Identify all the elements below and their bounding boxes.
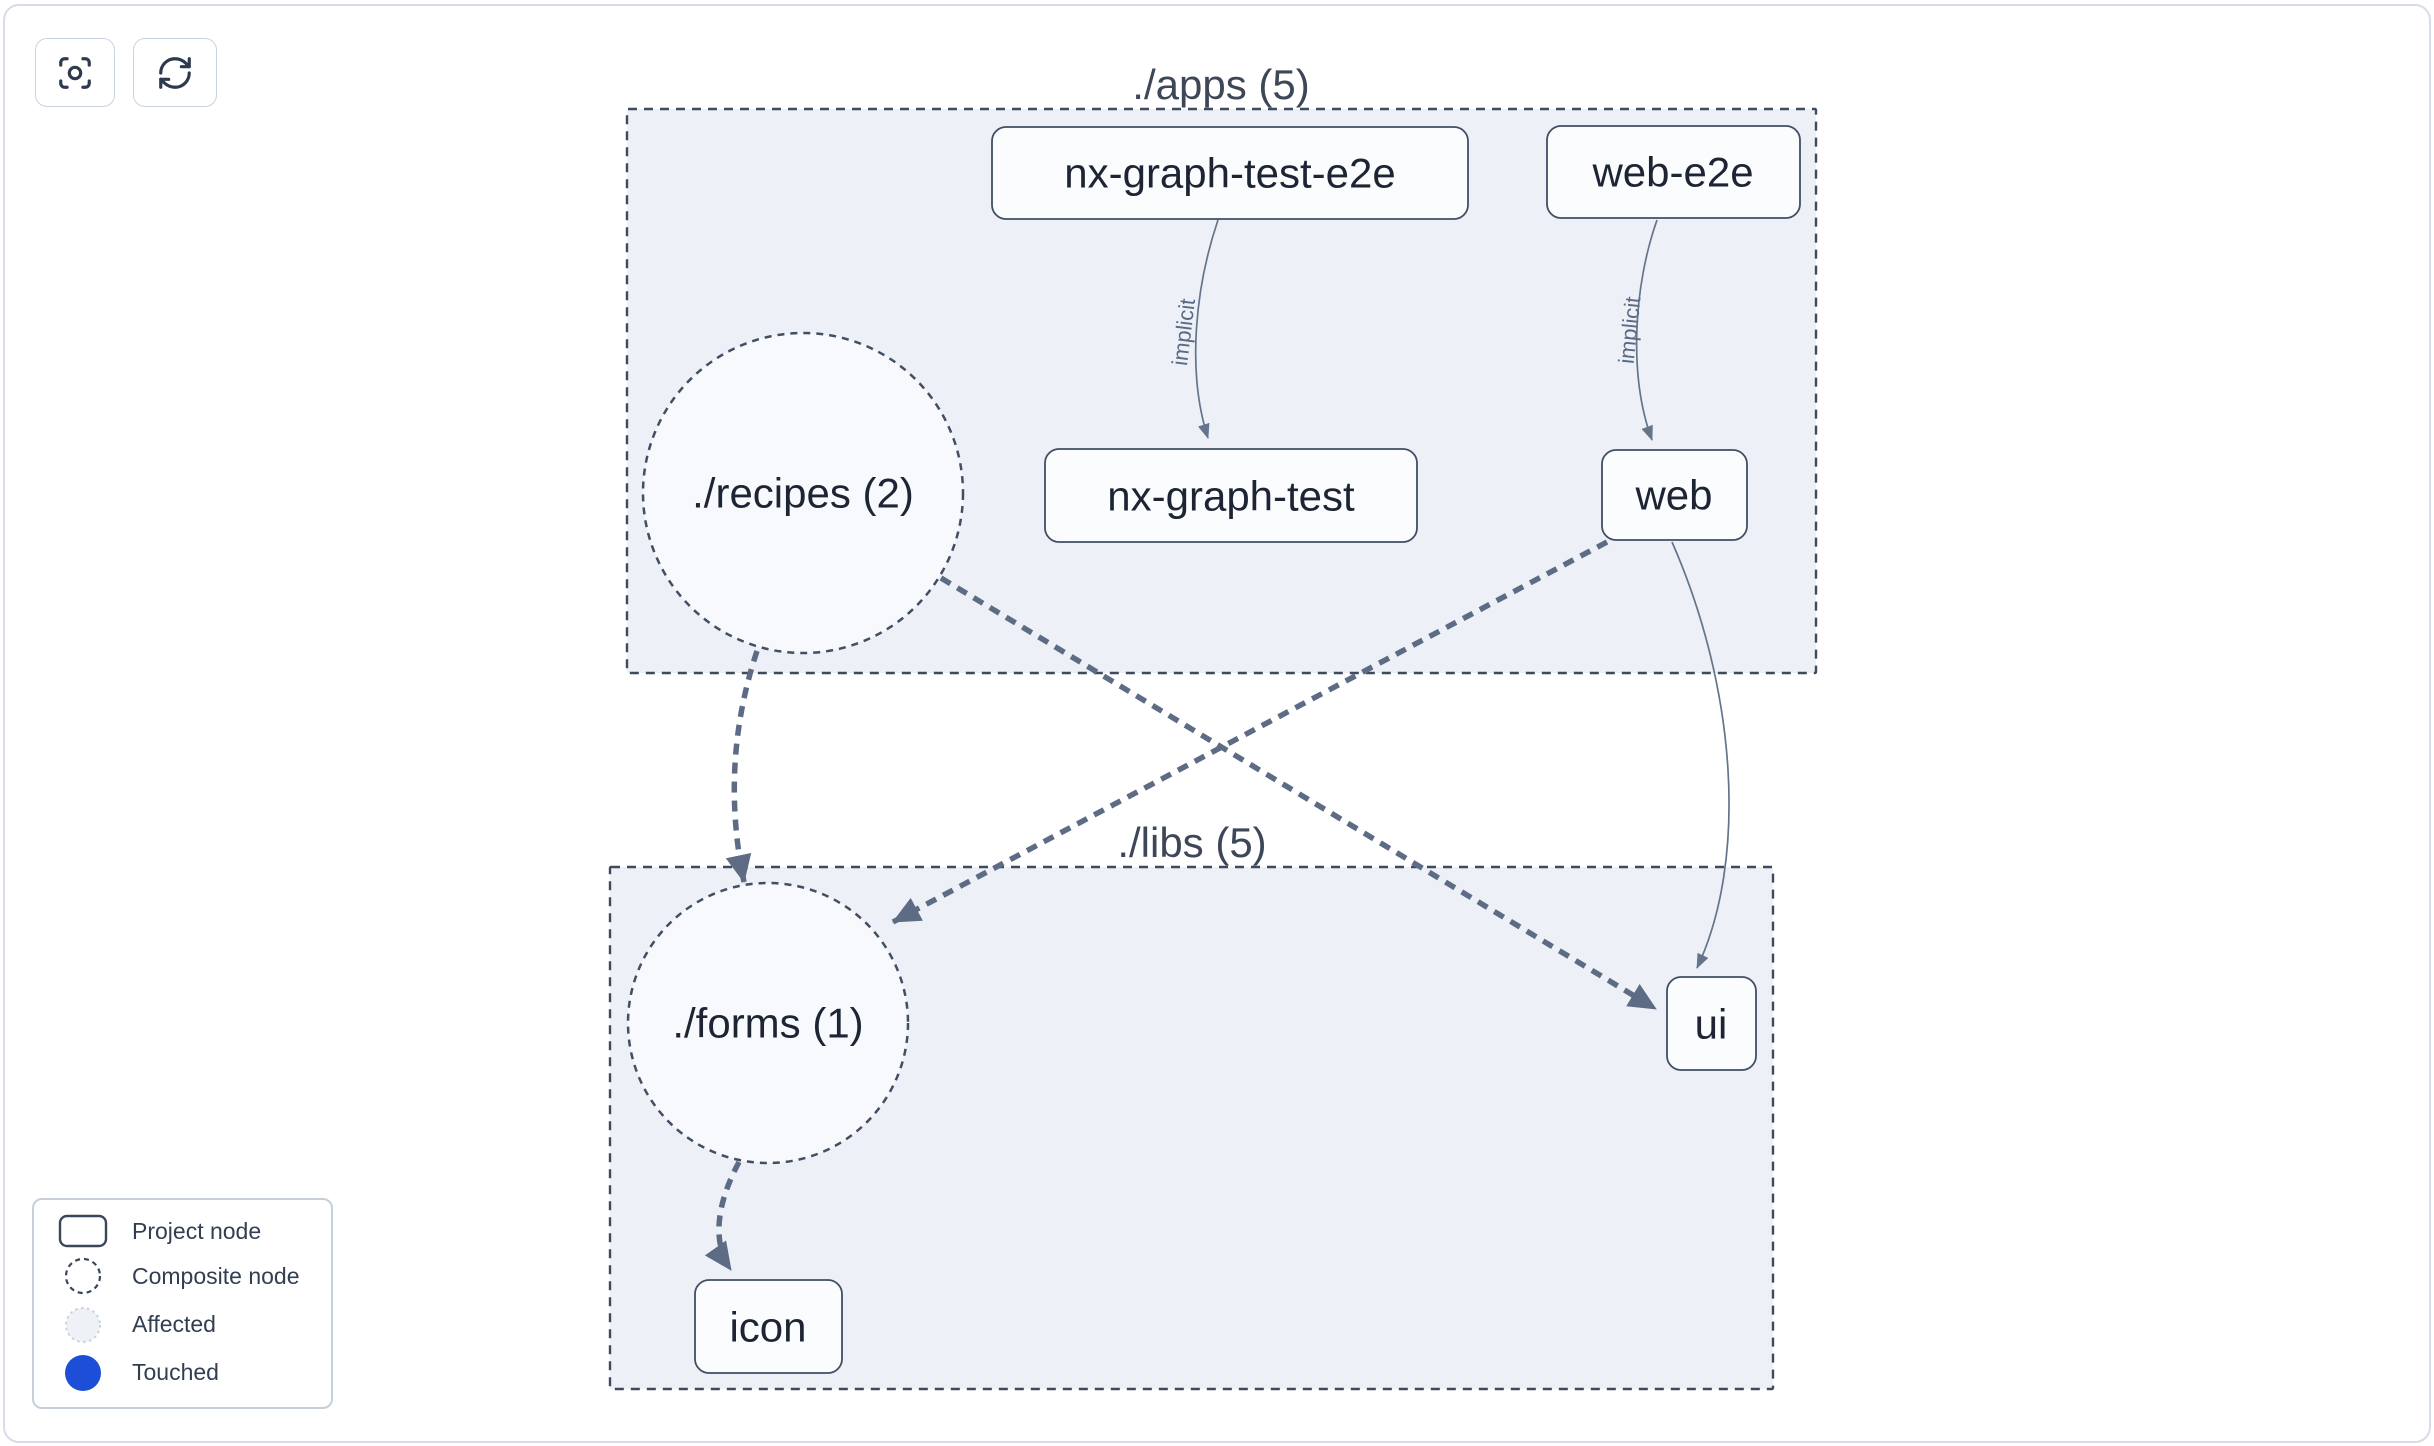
composite-node-swatch	[34, 1256, 132, 1296]
node-icon-label: icon	[729, 1304, 806, 1351]
node-nx-graph-test[interactable]	[1044, 448, 1418, 543]
edge-web-to-ui	[1671, 541, 1730, 969]
focus-button[interactable]	[35, 38, 115, 107]
composite-node-recipes-label: ./recipes (2)	[692, 470, 914, 517]
node-ui-label: ui	[1695, 1001, 1728, 1048]
legend-item-composite-node: Composite node	[34, 1256, 331, 1296]
legend-label: Affected	[132, 1311, 216, 1338]
composite-node-recipes[interactable]	[641, 331, 965, 655]
legend-item-touched: Touched	[34, 1353, 331, 1393]
edge-web-to-forms	[891, 539, 1609, 925]
node-web-e2e[interactable]	[1546, 125, 1801, 219]
edge-recipes-to-forms	[725, 650, 760, 883]
node-web-label: web	[1634, 472, 1712, 519]
composite-node-forms-label: ./forms (1)	[672, 1000, 863, 1047]
refresh-icon	[159, 56, 191, 89]
legend-label: Composite node	[132, 1262, 300, 1289]
touched-swatch	[34, 1353, 132, 1393]
edge-recipes-to-ui	[939, 575, 1658, 1012]
affected-swatch	[34, 1305, 132, 1345]
node-icon[interactable]	[694, 1279, 843, 1374]
node-web[interactable]	[1601, 449, 1748, 541]
focus-icon	[59, 56, 91, 89]
edge-forms-to-icon	[704, 1160, 742, 1272]
legend: Project node Composite node Affected	[32, 1198, 333, 1409]
project-node-swatch	[34, 1214, 132, 1248]
edge-web-e2e-to-web	[1635, 219, 1658, 441]
libs-group-label: ./libs (5)	[1117, 819, 1266, 866]
node-nx-graph-test-e2e[interactable]	[991, 126, 1469, 220]
legend-label: Project node	[132, 1217, 262, 1244]
apps-group-label: ./apps (5)	[1132, 61, 1309, 108]
node-nx-graph-test-label: nx-graph-test	[1107, 473, 1355, 520]
refresh-button[interactable]	[133, 38, 217, 107]
node-nx-graph-test-e2e-label: nx-graph-test-e2e	[1064, 150, 1396, 197]
composite-node-forms[interactable]	[626, 881, 910, 1165]
legend-label: Touched	[132, 1359, 219, 1386]
edge-nx-graph-test-e2e-to-nx-graph-test	[1194, 219, 1219, 439]
node-web-e2e-label: web-e2e	[1591, 149, 1753, 196]
toolbar	[35, 38, 217, 107]
node-ui[interactable]	[1666, 976, 1757, 1071]
legend-item-project-node: Project node	[34, 1214, 331, 1248]
legend-item-affected: Affected	[34, 1305, 331, 1345]
